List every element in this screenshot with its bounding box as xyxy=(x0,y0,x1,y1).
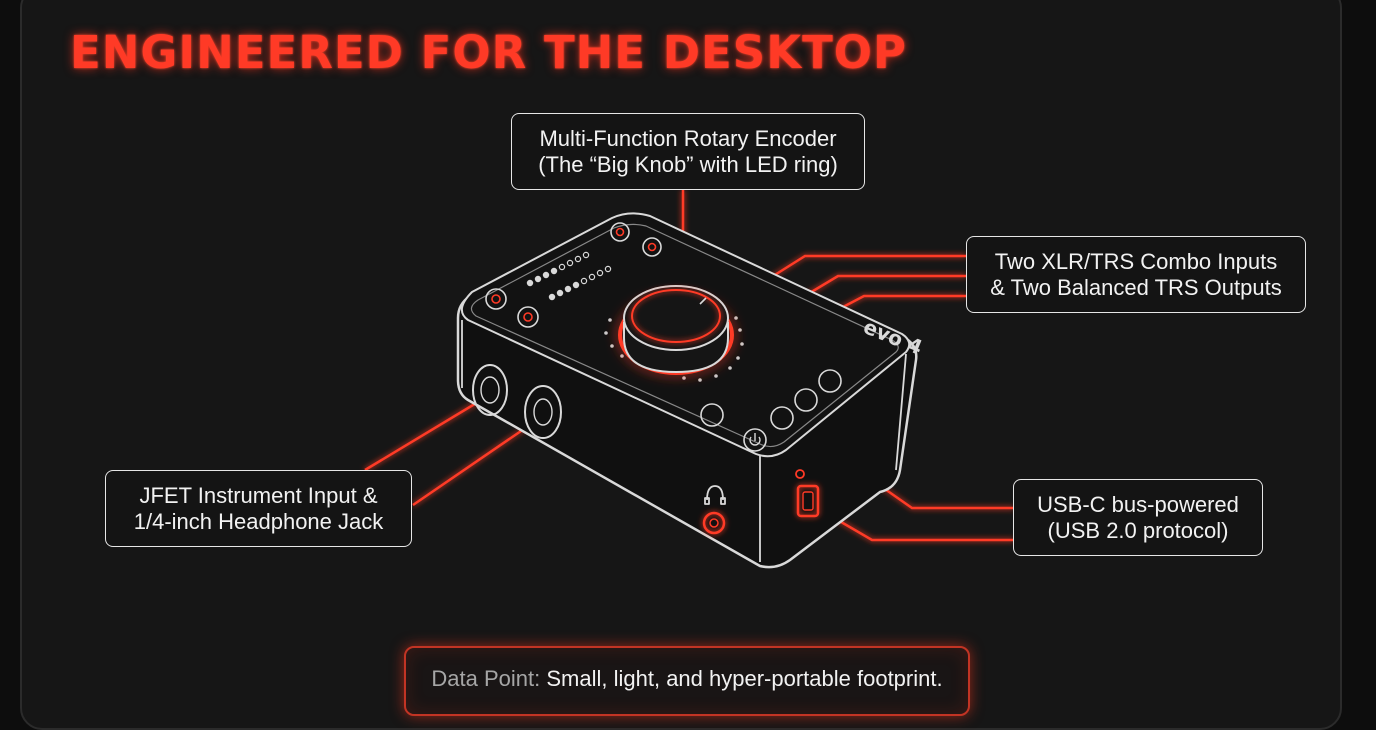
page-title: ENGINEERED FOR THE DESKTOP xyxy=(70,26,908,79)
combo-leader-line-1 xyxy=(769,254,966,280)
headphone-icon xyxy=(704,485,726,505)
headphone-jack xyxy=(524,385,562,439)
usb-c-port-icon xyxy=(796,484,820,518)
knob-top xyxy=(623,285,729,351)
power-icon-glyph xyxy=(749,433,761,446)
callout-usb-line2: (USB 2.0 protocol) xyxy=(1047,517,1229,543)
callout-encoder-line2: (The “Big Knob” with LED ring) xyxy=(538,151,838,177)
callout-jfet-input: JFET Instrument Input & 1/4-inch Headpho… xyxy=(105,470,412,547)
top-right-button-1-led xyxy=(615,227,625,237)
headphone-leader-line xyxy=(412,416,541,507)
input-select-button-2 xyxy=(517,306,539,328)
level-meter-dots xyxy=(526,251,612,301)
device-top-inner-edge xyxy=(470,223,899,448)
top-buttons xyxy=(485,222,842,452)
side-output-jack-inner xyxy=(709,518,719,528)
data-point-label: Data Point: xyxy=(431,666,541,691)
callout-rotary-encoder: Multi-Function Rotary Encoder (The “Big … xyxy=(511,113,865,190)
callout-usb-line1: USB-C bus-powered xyxy=(1037,491,1239,517)
jfet-instrument-jack xyxy=(472,364,508,416)
side-led-dot xyxy=(795,469,805,479)
device-diagram: evo 4 xyxy=(364,190,1014,569)
callout-encoder-line1: Multi-Function Rotary Encoder xyxy=(539,125,837,151)
input-select-button-1 xyxy=(485,288,507,310)
control-button-d xyxy=(818,369,842,393)
control-button-a xyxy=(700,403,724,427)
control-button-b xyxy=(770,406,794,430)
callout-combo-line2: & Two Balanced TRS Outputs xyxy=(990,274,1282,300)
input-select-button-1-led xyxy=(491,294,501,304)
input-select-button-2-led xyxy=(523,312,533,322)
device-front-edge xyxy=(461,320,907,562)
callout-combo-inputs: Two XLR/TRS Combo Inputs & Two Balanced … xyxy=(966,236,1306,313)
top-right-button-2-led xyxy=(647,242,657,252)
led-ring-dots xyxy=(604,316,744,382)
rotary-encoder-knob xyxy=(618,285,734,375)
side-output-jack xyxy=(702,511,726,535)
headphone-jack-inner xyxy=(533,398,553,426)
callout-jfet-line2: 1/4-inch Headphone Jack xyxy=(133,508,384,534)
knob-indicator xyxy=(699,297,707,305)
callout-combo-line1: Two XLR/TRS Combo Inputs xyxy=(994,248,1278,274)
callout-jfet-line1: JFET Instrument Input & xyxy=(139,482,378,508)
data-point-text: Small, light, and hyper-portable footpri… xyxy=(546,666,943,691)
control-button-c xyxy=(794,388,818,412)
knob-top-inner xyxy=(631,289,721,343)
top-right-button-1 xyxy=(610,222,630,242)
callout-usb-c: USB-C bus-powered (USB 2.0 protocol) xyxy=(1013,479,1263,556)
usb-c-port-inner xyxy=(802,491,814,511)
front-jacks xyxy=(472,364,562,439)
top-right-button-2 xyxy=(642,237,662,257)
data-point-banner: Data Point: Small, light, and hyper-port… xyxy=(404,646,970,716)
jfet-leader-line xyxy=(364,394,489,472)
jfet-jack-inner xyxy=(480,376,500,404)
audio-interface-device xyxy=(456,212,918,569)
power-icon xyxy=(743,428,767,452)
